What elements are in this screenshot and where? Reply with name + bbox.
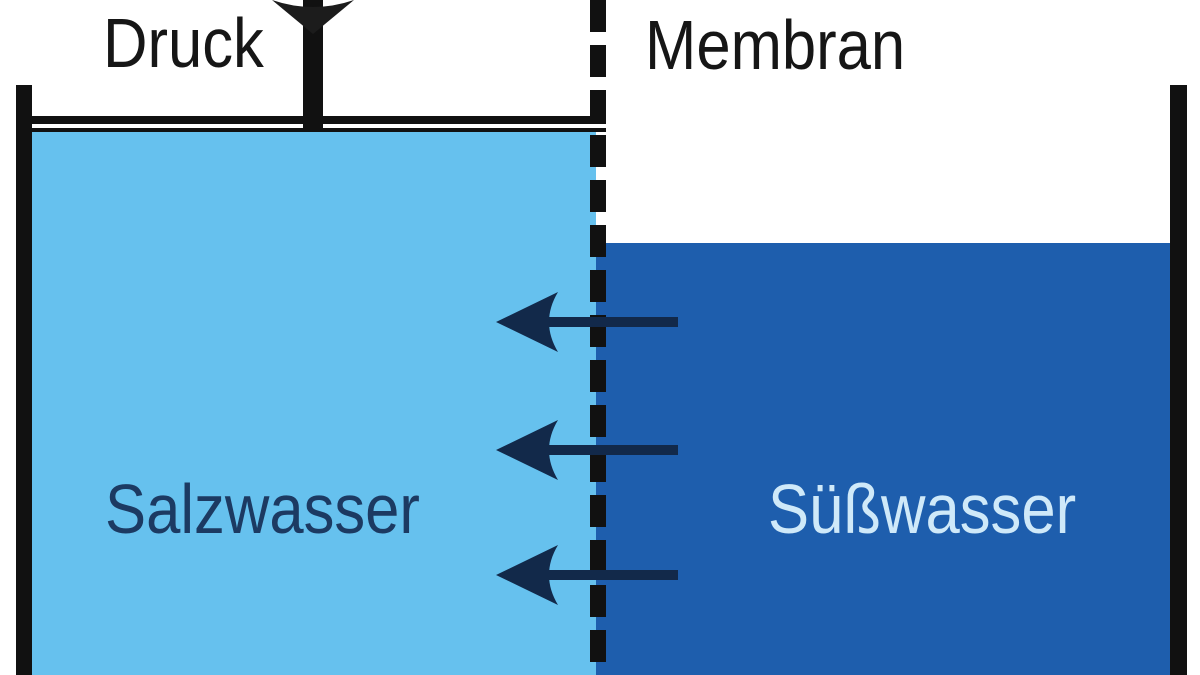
fresh-water-label: Süßwasser [768, 470, 1077, 548]
container-right-wall [1170, 85, 1187, 675]
fresh-water-region [596, 243, 1170, 675]
flow-arrow-icon [496, 545, 678, 605]
piston-plate-lower-line [28, 128, 606, 132]
piston-rod [303, 0, 323, 130]
flow-arrow-icon [496, 420, 678, 480]
salt-water-label: Salzwasser [105, 470, 420, 548]
container-left-wall [16, 85, 32, 675]
membrane-dashed-line [590, 0, 606, 675]
salt-water-region [31, 132, 596, 675]
pressure-arrow-icon [272, 0, 354, 34]
flow-arrow-icon [496, 292, 678, 352]
pressure-label: Druck [103, 4, 264, 82]
membrane-label: Membran [645, 6, 906, 84]
